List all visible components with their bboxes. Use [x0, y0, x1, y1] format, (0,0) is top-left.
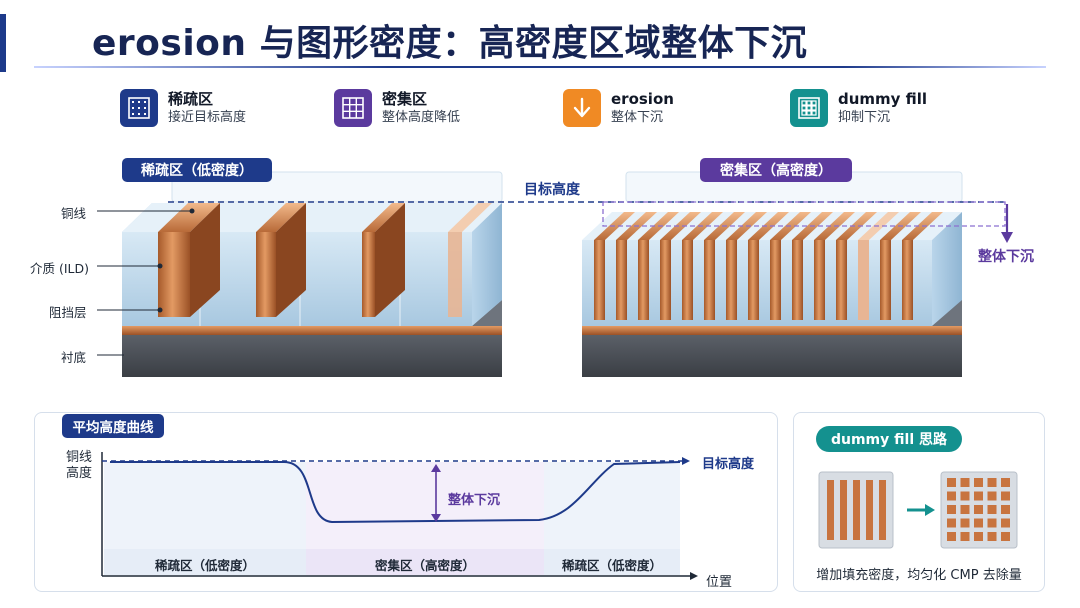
dense-copper-line [682, 240, 693, 320]
dense-copper-line [704, 240, 715, 320]
fill-square [974, 532, 983, 541]
dense-copper-line-top [836, 212, 877, 240]
fill-square [947, 505, 956, 514]
fill-square [960, 505, 970, 514]
legend-erosion-name: erosion [611, 89, 674, 108]
fill-square [974, 505, 983, 514]
left-accent-bar [0, 14, 6, 72]
before-copper-lines [827, 480, 886, 540]
dense-copper-line [792, 240, 803, 320]
dense-copper-line [726, 240, 737, 320]
down-arrow-icon [563, 89, 601, 127]
dense-copper-line [814, 240, 825, 320]
sink-label: 整体下沉 [978, 249, 1034, 265]
dense-copper-line [880, 240, 891, 320]
sink-dashed-box [602, 201, 1006, 227]
fill-square [960, 532, 970, 541]
cross-section-diagram [97, 171, 1013, 377]
curve-sink-label: 整体下沉 [448, 493, 501, 508]
dummy-fill-caption: 增加填充密度，均匀化 CMP 去除量 [816, 568, 1022, 583]
sparse-region-tag: 稀疏区（低密度） [122, 158, 272, 182]
dense-copper-line [660, 240, 671, 320]
fill-square [947, 518, 956, 528]
fill-grid-icon [790, 89, 828, 127]
dense-copper-line [748, 240, 759, 320]
layer-label-substrate: 衬底 [61, 350, 87, 365]
sparse-grid-icon [120, 89, 158, 127]
fill-square [1001, 505, 1010, 514]
curve-y-label: 铜线 高度 [66, 450, 92, 482]
fill-square [947, 532, 956, 541]
sink-arrow-head [1001, 232, 1013, 243]
dense-copper-line [616, 240, 627, 320]
curve-target-label: 目标高度 [702, 457, 755, 472]
fill-square [1001, 518, 1010, 528]
dense-grid-icon [334, 89, 372, 127]
dummy-fill-title: dummy fill 思路 [816, 426, 962, 452]
fill-square [974, 478, 983, 487]
fill-square [1001, 491, 1010, 501]
dense-copper-line [858, 240, 869, 320]
legend-sparse-desc: 接近目标高度 [168, 109, 247, 125]
dense-copper-line [902, 240, 913, 320]
legend-dummy-desc: 抑制下沉 [838, 109, 891, 125]
legend-sparse: 稀疏区 接近目标高度 [120, 88, 246, 128]
title-divider [34, 66, 1046, 68]
sparse-copper-lines [158, 203, 492, 317]
sparse-block [122, 171, 503, 377]
legend-dummy: dummy fill 抑制下沉 [790, 88, 927, 128]
layer-leader-lines [97, 210, 192, 356]
layer-leader-dots [157, 208, 195, 313]
layer-label-copper: 铜线 [61, 206, 87, 221]
height-curve-chart [101, 452, 698, 580]
dense-copper-line-top [748, 212, 789, 240]
legend-erosion: erosion 整体下沉 [563, 88, 674, 128]
legend-dummy-name: dummy fill [838, 89, 928, 108]
fill-square [1001, 478, 1010, 487]
curve-y-label-line1: 铜线 [66, 450, 93, 465]
fill-square [974, 491, 983, 501]
fill-square [947, 478, 956, 487]
fill-square [947, 491, 956, 501]
curve-x-label: 位置 [706, 575, 733, 590]
page-title: erosion 与图形密度：高密度区域整体下沉 [92, 23, 808, 64]
legend-sparse-name: 稀疏区 [168, 89, 214, 108]
curve-region-dense: 密集区（高密度） [374, 558, 475, 573]
fill-square [1001, 532, 1010, 541]
legend-dense: 密集区 整体高度降低 [334, 88, 460, 128]
fill-square [987, 491, 997, 501]
curve-region-sparse-right: 稀疏区（低密度） [561, 558, 662, 573]
fill-square [960, 518, 970, 528]
dense-region-tag: 密集区（高密度） [700, 158, 852, 182]
target-height-label: 目标高度 [524, 182, 580, 198]
right-arrow-icon [907, 504, 935, 516]
dense-copper-line [594, 240, 605, 320]
legend-erosion-desc: 整体下沉 [611, 109, 664, 125]
dense-copper-line-top [660, 212, 701, 240]
dense-copper-line [638, 240, 649, 320]
dense-block [582, 171, 963, 377]
after-fill-grid [947, 478, 1010, 541]
fill-square [987, 505, 997, 514]
fill-square [987, 518, 997, 528]
fill-square [987, 532, 997, 541]
layer-label-barrier: 阻挡层 [49, 305, 87, 320]
curve-y-label-line2: 高度 [66, 466, 93, 481]
curve-region-sparse-left: 稀疏区（低密度） [154, 558, 255, 573]
curve-panel-title: 平均高度曲线 [62, 414, 164, 438]
dummy-fill-illustration [818, 471, 1018, 549]
fill-square [960, 478, 970, 487]
fill-square [974, 518, 983, 528]
dense-copper-line [770, 240, 781, 320]
layer-label-ild: 介质 (ILD) [30, 261, 90, 276]
legend-dense-desc: 整体高度降低 [382, 109, 461, 125]
fill-square [987, 478, 997, 487]
legend-dense-name: 密集区 [382, 89, 428, 108]
fill-square [960, 491, 970, 501]
dense-copper-line [836, 240, 847, 320]
